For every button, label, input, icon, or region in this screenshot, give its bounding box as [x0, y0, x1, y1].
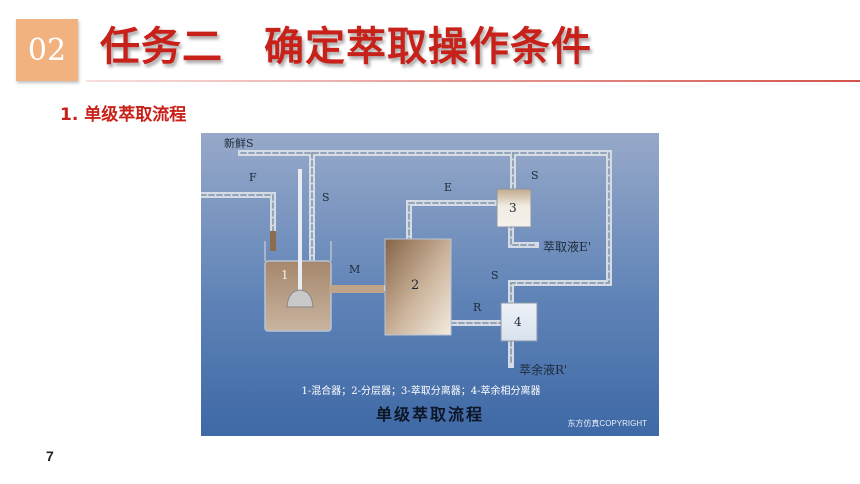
agitator-shaft: [298, 169, 302, 299]
extract-separator: [496, 188, 532, 228]
unit-2-number: 2: [411, 278, 419, 293]
pipe-m: [329, 285, 384, 293]
label-extract-e: E: [444, 181, 452, 194]
diagram-caption: 单级萃取流程: [376, 405, 484, 424]
label-raffinate-product: 萃余液R': [519, 362, 567, 377]
label-mixture-m: M: [349, 263, 360, 276]
label-solvent-mid: S: [491, 269, 499, 282]
watermark-text: 东方仿真COPYRIGHT: [567, 418, 647, 428]
label-extract-product: 萃取液E': [543, 239, 591, 254]
unit-3-number: 3: [509, 201, 517, 215]
label-solvent-top: S: [322, 191, 330, 204]
title-divider: [86, 80, 860, 82]
page-title: 任务二 确定萃取操作条件: [100, 24, 592, 70]
feed-inlet: [270, 231, 276, 251]
label-raffinate-r: R: [473, 301, 482, 314]
settler-tank: [384, 238, 452, 336]
diagram-legend: 1-混合器；2-分层器；3-萃取分离器；4-萃余相分离器: [302, 384, 541, 397]
page-number: 7: [46, 448, 54, 464]
agitator-impeller: [286, 289, 314, 308]
section-number-badge: 02: [16, 19, 78, 81]
unit-1-number: 1: [281, 268, 289, 282]
extraction-flow-diagram: 新鲜S F S E S M R S 萃取液E' 萃余液R' 1 2 3 4 1-…: [201, 133, 659, 436]
diagram-svg: 新鲜S F S E S M R S 萃取液E' 萃余液R' 1 2 3 4 1-…: [201, 133, 659, 436]
label-feed: F: [249, 171, 257, 184]
label-solvent-right: S: [531, 169, 539, 182]
label-fresh-solvent: 新鲜S: [224, 136, 254, 150]
section-heading: 1. 单级萃取流程: [60, 105, 187, 125]
unit-4-number: 4: [514, 315, 522, 329]
raffinate-separator: [500, 302, 538, 342]
